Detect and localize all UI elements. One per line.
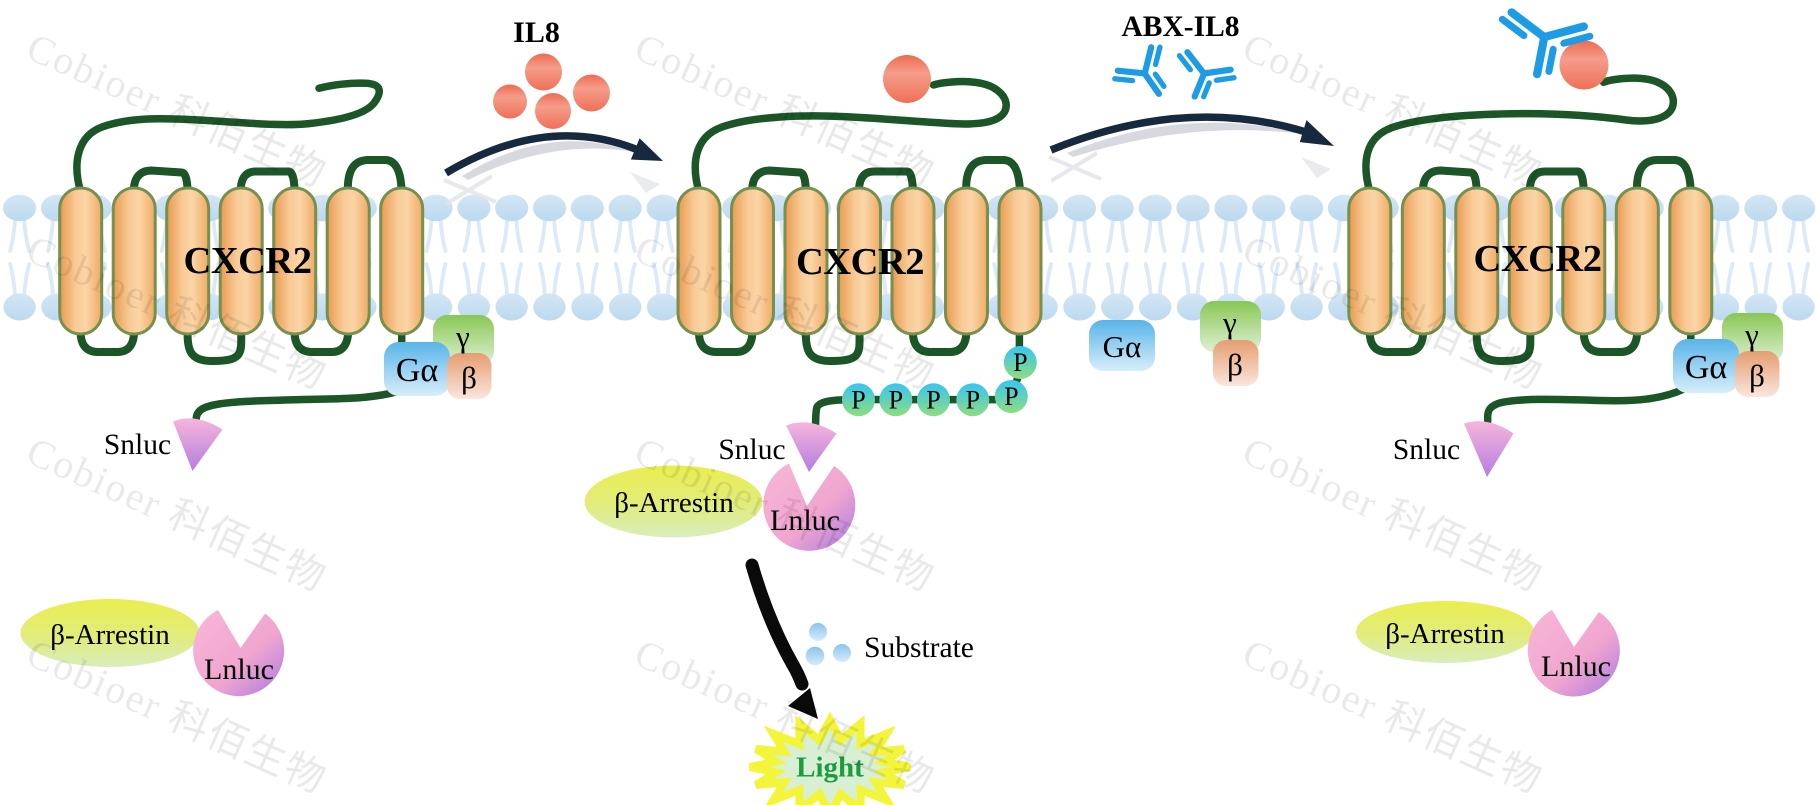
- svg-text:CXCR2: CXCR2: [796, 241, 924, 283]
- svg-text:P: P: [1004, 382, 1018, 411]
- svg-text:Lnluc: Lnluc: [770, 504, 840, 537]
- svg-text:IL8: IL8: [513, 16, 560, 49]
- svg-text:P: P: [966, 385, 980, 414]
- svg-text:Substrate: Substrate: [864, 632, 974, 664]
- svg-text:γ: γ: [1744, 317, 1759, 352]
- svg-text:P: P: [926, 385, 940, 414]
- svg-text:γ: γ: [1222, 305, 1237, 340]
- svg-text:CXCR2: CXCR2: [1474, 238, 1602, 280]
- svg-text:Snluc: Snluc: [1393, 434, 1460, 466]
- svg-text:P: P: [1013, 348, 1027, 377]
- svg-text:β: β: [1749, 358, 1765, 393]
- svg-text:P: P: [851, 385, 865, 414]
- svg-text:Gα: Gα: [1103, 329, 1142, 364]
- svg-text:Gα: Gα: [1685, 349, 1728, 386]
- svg-text:β-Arrestin: β-Arrestin: [614, 487, 734, 519]
- svg-text:β: β: [1227, 347, 1243, 382]
- svg-text:Gα: Gα: [396, 352, 439, 389]
- svg-text:γ: γ: [455, 319, 470, 354]
- svg-text:Lnluc: Lnluc: [204, 653, 274, 686]
- svg-text:ABX-IL8: ABX-IL8: [1121, 11, 1239, 43]
- svg-text:Snluc: Snluc: [104, 429, 171, 461]
- svg-text:Lnluc: Lnluc: [1541, 650, 1611, 683]
- svg-text:CXCR2: CXCR2: [184, 240, 312, 282]
- svg-text:β-Arrestin: β-Arrestin: [1385, 618, 1505, 650]
- svg-text:Snluc: Snluc: [718, 434, 785, 466]
- svg-text:β-Arrestin: β-Arrestin: [50, 619, 170, 651]
- svg-text:Light: Light: [796, 752, 864, 784]
- svg-text:P: P: [889, 385, 903, 414]
- svg-text:β: β: [461, 360, 477, 395]
